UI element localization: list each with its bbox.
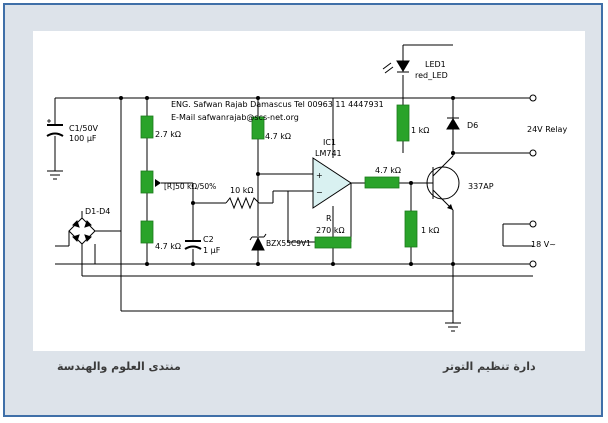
- opamp-triangle: [312, 157, 352, 209]
- resistor-1k-led: [396, 104, 410, 142]
- wires: [54, 44, 533, 323]
- caption-circuit-title: دارة تنظيم التوتر: [443, 360, 536, 373]
- pot-label: [R]50 kΩ/50%: [164, 182, 216, 191]
- ic-part: LM741: [315, 149, 342, 158]
- transistor-circle: [426, 166, 460, 200]
- opamp-plus: +: [316, 171, 323, 180]
- zener-diode: [249, 233, 267, 251]
- schematic-canvas: + −: [33, 31, 585, 351]
- resistor-feedback: [314, 236, 352, 249]
- header-line2: E-Mail safwanrajab@scs-net.org: [171, 113, 299, 122]
- r-be-label: 1 kΩ: [421, 226, 439, 235]
- resistor-2k7: [140, 115, 154, 139]
- zener-label: BZX55C9V1: [266, 239, 311, 248]
- bridge-label: D1-D4: [85, 207, 110, 216]
- resistor-4k7-left: [140, 220, 154, 244]
- c2-name: C2: [203, 235, 214, 244]
- r-top-left-label: 2.7 kΩ: [155, 130, 181, 139]
- d6-label: D6: [467, 121, 478, 130]
- ic-name: IC1: [323, 138, 336, 147]
- capacitor-c2: [184, 240, 202, 250]
- r-bottom-left-label: 4.7 kΩ: [155, 242, 181, 251]
- feedback-value: 270 kΩ: [316, 226, 345, 235]
- led-name: LED1: [425, 60, 446, 69]
- r-base-label: 4.7 kΩ: [375, 166, 401, 175]
- terminal-circles: [529, 94, 537, 268]
- transistor-label: 337AP: [468, 182, 494, 191]
- feedback-name: R: [326, 214, 332, 223]
- bridge-rectifier: [68, 217, 96, 245]
- opamp-minus: −: [316, 188, 323, 197]
- potentiometer: [140, 170, 154, 194]
- r-mid-label: 4.7 kΩ: [265, 132, 291, 141]
- ground-symbols: [47, 170, 461, 332]
- circuit-schematic: + −: [46, 44, 567, 332]
- pot-wiper-arrow: [155, 179, 161, 187]
- capacitor-c1: [46, 119, 64, 137]
- diode-d6: [446, 117, 460, 130]
- r-10k-label: 10 kΩ: [230, 186, 253, 195]
- resistor-4k7-mid: [251, 116, 265, 140]
- c1-value: 100 µF: [69, 134, 97, 143]
- transistor-arrow: [447, 204, 453, 210]
- supply-terminal-label: 18 V~: [531, 240, 556, 249]
- resistor-1k-be: [404, 210, 418, 248]
- led-part: red_LED: [415, 71, 448, 80]
- resistor-4k7-base: [364, 176, 400, 189]
- r-led-label: 1 kΩ: [411, 126, 429, 135]
- c1-name: C1/50V: [69, 124, 99, 133]
- relay-terminal-label: 24V Relay: [527, 125, 567, 134]
- resistor-10k-zigzag: [225, 196, 260, 210]
- figure-frame: + −: [3, 3, 603, 417]
- header-line1: ENG. Safwan Rajab Damascus Tel 00963 11 …: [171, 100, 384, 109]
- led-symbol: [382, 60, 410, 74]
- resistors: [140, 104, 418, 249]
- c2-value: 1 µF: [203, 246, 221, 255]
- caption-forum-name: منتدى العلوم والهندسة: [57, 360, 181, 373]
